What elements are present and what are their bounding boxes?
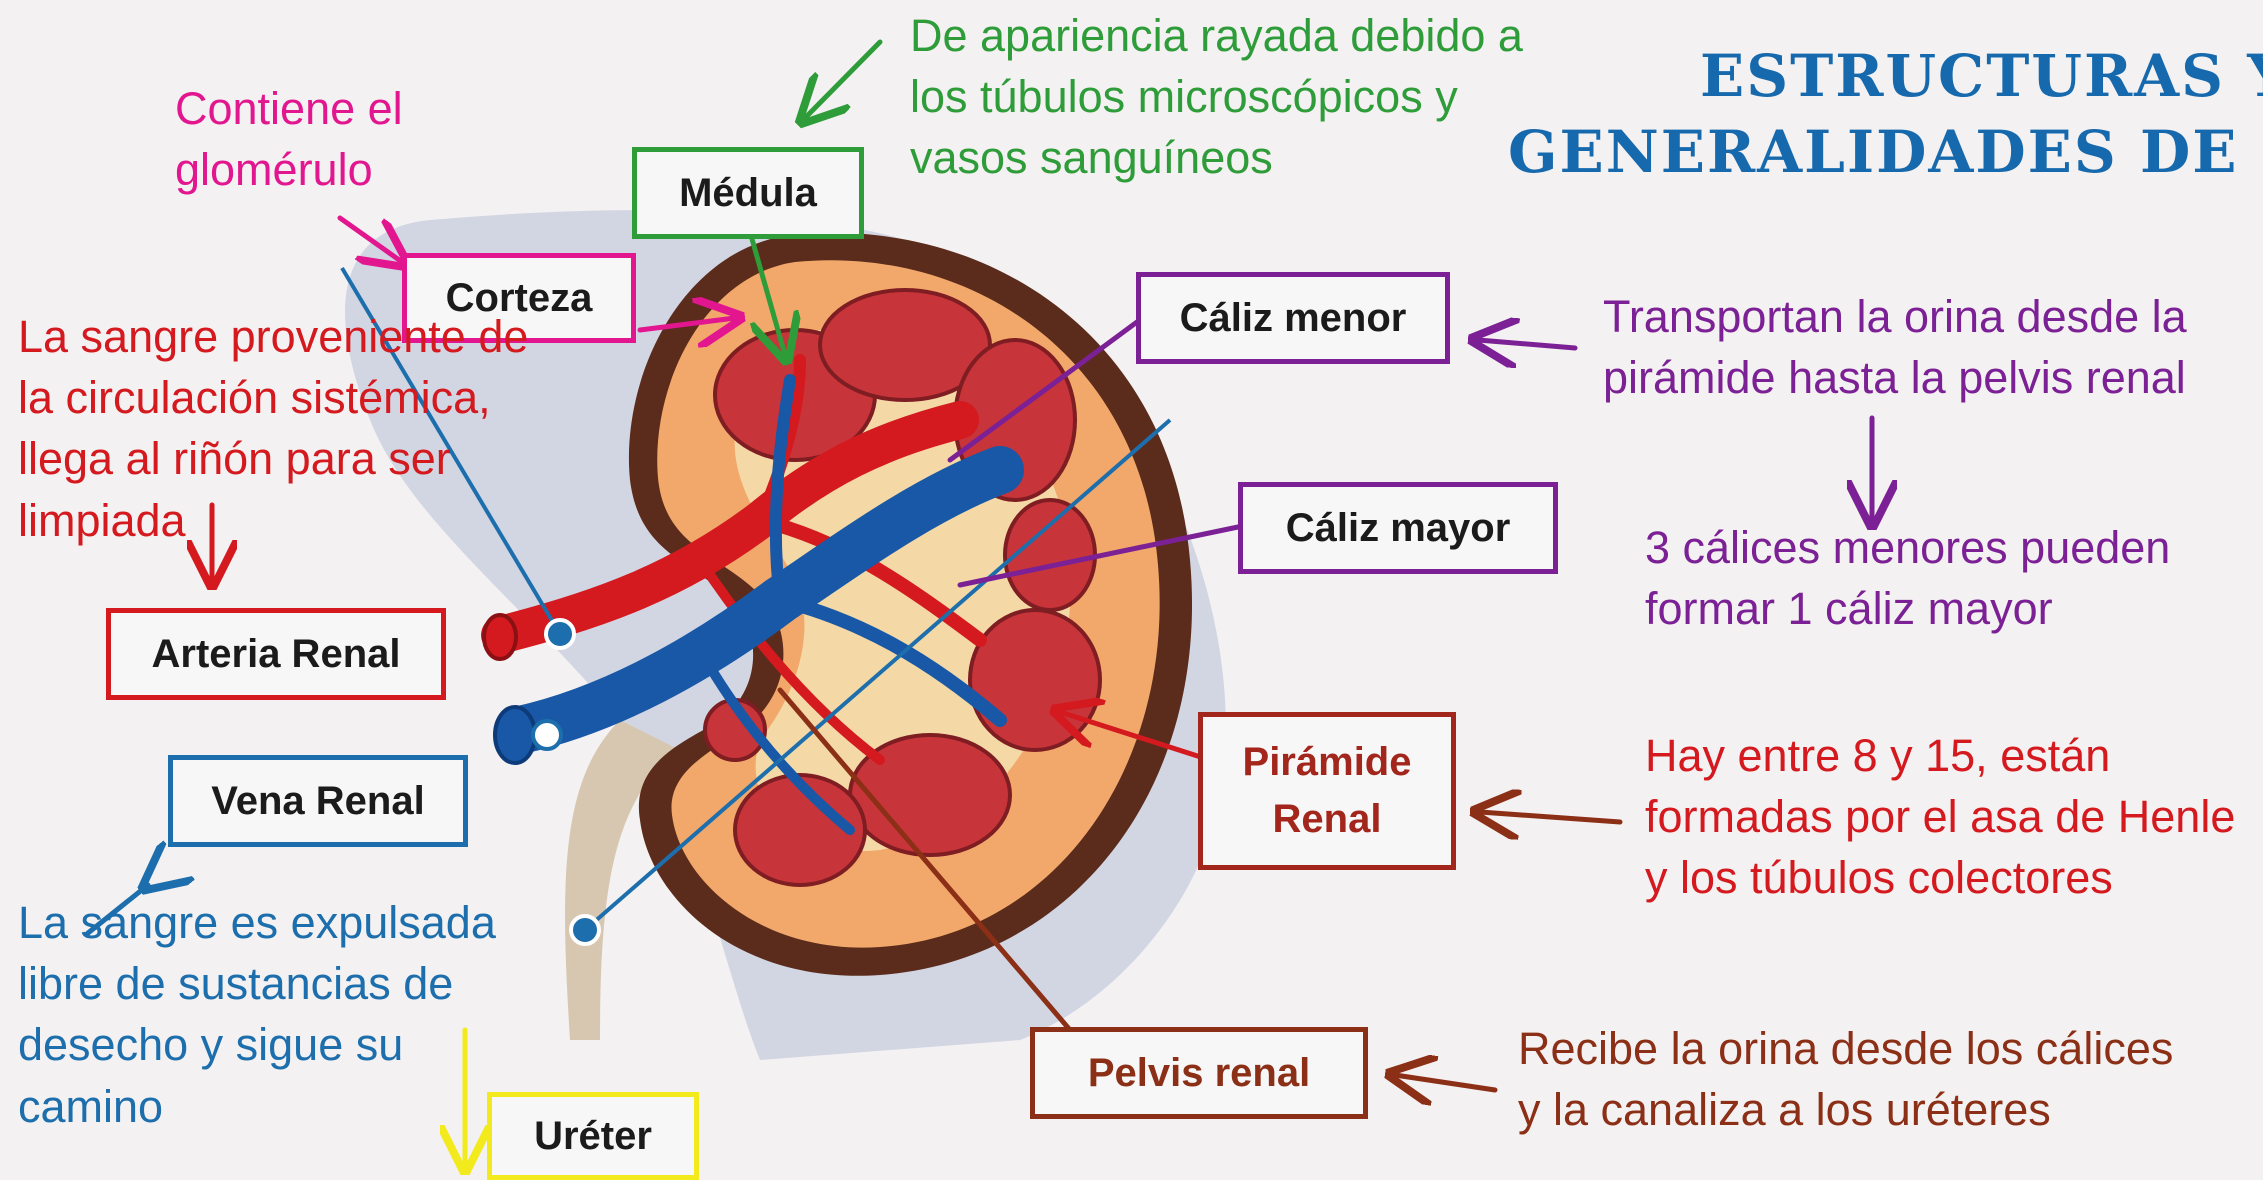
note-sangre-entra: La sangre proveniente de la circulación … — [18, 306, 528, 551]
note-caliz-menor: Transportan la orina desde la pirámide h… — [1603, 286, 2187, 408]
note-sangre-sale: La sangre es expulsada libre de sustanci… — [18, 892, 496, 1137]
note-piramide-line2: formadas por el asa de Henle — [1645, 786, 2235, 847]
label-caliz-mayor: Cáliz mayor — [1238, 482, 1558, 574]
label-vena-renal: Vena Renal — [168, 755, 468, 847]
label-ureter: Uréter — [487, 1092, 699, 1180]
label-piramide-line1: Pirámide — [1243, 740, 1412, 785]
note-sangre-sale-line4: camino — [18, 1076, 496, 1137]
note-glomerulo: Contiene el glomérulo — [175, 78, 403, 200]
note-glomerulo-line2: glomérulo — [175, 139, 403, 200]
note-piramide: Hay entre 8 y 15, están formadas por el … — [1645, 725, 2235, 909]
label-pelvis-renal: Pelvis renal — [1030, 1027, 1368, 1119]
note-sangre-entra-line1: La sangre proveniente de — [18, 306, 528, 367]
note-sangre-entra-line4: limpiada — [18, 490, 528, 551]
page-title-line2: GENERALIDADES DE — [1508, 118, 2238, 186]
label-arteria-renal: Arteria Renal — [106, 608, 446, 700]
note-medula-line3: vasos sanguíneos — [910, 127, 1523, 188]
note-pelvis-line1: Recibe la orina desde los cálices — [1518, 1018, 2173, 1079]
pyramid-4 — [1005, 500, 1095, 610]
note-pelvis: Recibe la orina desde los cálices y la c… — [1518, 1018, 2173, 1140]
note-caliz-menor-line1: Transportan la orina desde la — [1603, 286, 2187, 347]
pyramid-5 — [970, 610, 1100, 750]
note-sangre-entra-line2: la circulación sistémica, — [18, 367, 528, 428]
page-title-line1: ESTRUCTURAS Y — [1700, 42, 2263, 110]
label-piramide-renal: Pirámide Renal — [1198, 712, 1456, 870]
note-sangre-sale-line2: libre de sustancias de — [18, 953, 496, 1014]
note-caliz-mayor-line1: 3 cálices menores pueden — [1645, 517, 2170, 578]
note-sangre-entra-line3: llega al riñón para ser — [18, 428, 528, 489]
note-medula-line2: los túbulos microscópicos y — [910, 66, 1523, 127]
note-sangre-sale-line3: desecho y sigue su — [18, 1014, 496, 1075]
label-piramide-line2: Renal — [1273, 797, 1382, 842]
note-piramide-line1: Hay entre 8 y 15, están — [1645, 725, 2235, 786]
note-piramide-line3: y los túbulos colectores — [1645, 847, 2235, 908]
note-caliz-mayor-line2: formar 1 cáliz mayor — [1645, 578, 2170, 639]
note-sangre-sale-line1: La sangre es expulsada — [18, 892, 496, 953]
note-caliz-mayor: 3 cálices menores pueden formar 1 cáliz … — [1645, 517, 2170, 639]
note-medula: De apariencia rayada debido a los túbulo… — [910, 5, 1523, 189]
label-caliz-menor: Cáliz menor — [1136, 272, 1450, 364]
note-pelvis-line2: y la canaliza a los uréteres — [1518, 1079, 2173, 1140]
note-medula-line1: De apariencia rayada debido a — [910, 5, 1523, 66]
label-medula: Médula — [632, 147, 864, 239]
note-caliz-menor-line2: pirámide hasta la pelvis renal — [1603, 347, 2187, 408]
note-glomerulo-line1: Contiene el — [175, 78, 403, 139]
